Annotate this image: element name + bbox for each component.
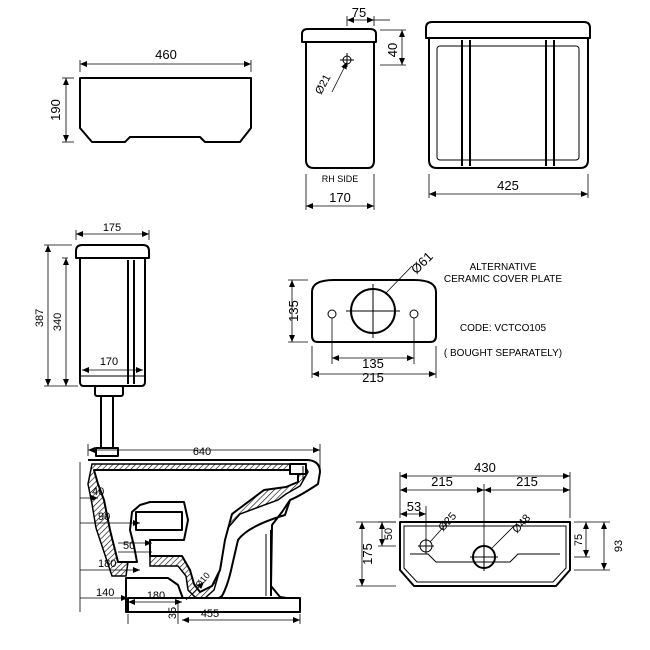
plan-right-half: 215 <box>516 474 538 489</box>
side-caption: RH SIDE <box>322 174 359 184</box>
toilet-total-height: 387 <box>34 309 46 327</box>
plan-width: 430 <box>474 460 496 475</box>
plan-offset: 53 <box>407 499 421 514</box>
side-depth: 170 <box>329 190 351 205</box>
plate-right-hole <box>409 309 419 319</box>
toilet-cistern-height: 340 <box>52 313 64 331</box>
side-lid-height: 40 <box>385 43 400 57</box>
plate-title-line2: CERAMIC COVER PLATE <box>444 274 562 285</box>
plate-left-hole <box>327 309 337 319</box>
toilet-dim-455: 455 <box>201 608 219 620</box>
plan-large-dia: Ø48 <box>510 512 533 535</box>
plate-title-line1: ALTERNATIVE <box>470 262 537 273</box>
toilet-projection: 640 <box>193 446 211 458</box>
cistern-plan-view: Ø25 Ø48 430 215 215 53 50 175 75 93 <box>356 460 625 587</box>
plate-height: 135 <box>286 300 301 322</box>
plate-code: CODE: VCTCO105 <box>460 323 547 334</box>
plate-note: ( BOUGHT SEPARATELY) <box>444 348 562 359</box>
plan-left-half: 215 <box>431 474 453 489</box>
plan-dim-50: 50 <box>383 528 395 540</box>
cistern-front-height: 190 <box>48 99 63 121</box>
toilet-dim-50: 50 <box>123 540 135 552</box>
cistern-side-view: Ø21 75 40 RH SIDE 170 <box>301 5 406 210</box>
toilet-dim-140: 140 <box>96 587 114 599</box>
toilet-dim-90: 90 <box>98 511 110 523</box>
toilet-dim-40: 40 <box>92 486 104 498</box>
side-top-offset: 75 <box>352 5 366 20</box>
back-width: 425 <box>497 178 519 193</box>
toilet-cistern-depth: 175 <box>103 222 121 234</box>
plate-width: 215 <box>362 370 384 385</box>
plan-depth: 175 <box>360 543 375 565</box>
plan-dim-93: 93 <box>613 540 625 552</box>
side-hole-dia: Ø21 <box>313 73 333 97</box>
toilet-side-view: 175 387 340 170 640 40 90 50 <box>34 222 321 624</box>
cistern-back-view: 425 <box>425 21 591 198</box>
toilet-dim-35: 35 <box>167 607 179 619</box>
plate-dia: Ø61 <box>408 249 436 277</box>
toilet-dim-180-left: 180 <box>98 558 116 570</box>
toilet-inner-depth: 170 <box>100 356 118 368</box>
plate-hole-spacing: 135 <box>362 356 384 371</box>
cistern-front-width: 460 <box>155 47 177 62</box>
cover-plate-view: Ø61 135 135 215 ALTERNATIVE CERAMIC COVE… <box>286 249 562 385</box>
toilet-dim-180-bottom: 180 <box>147 590 165 602</box>
plan-dim-75: 75 <box>573 534 585 546</box>
plan-small-dia: Ø25 <box>436 510 459 533</box>
cistern-front-view: 460 190 <box>48 47 252 143</box>
